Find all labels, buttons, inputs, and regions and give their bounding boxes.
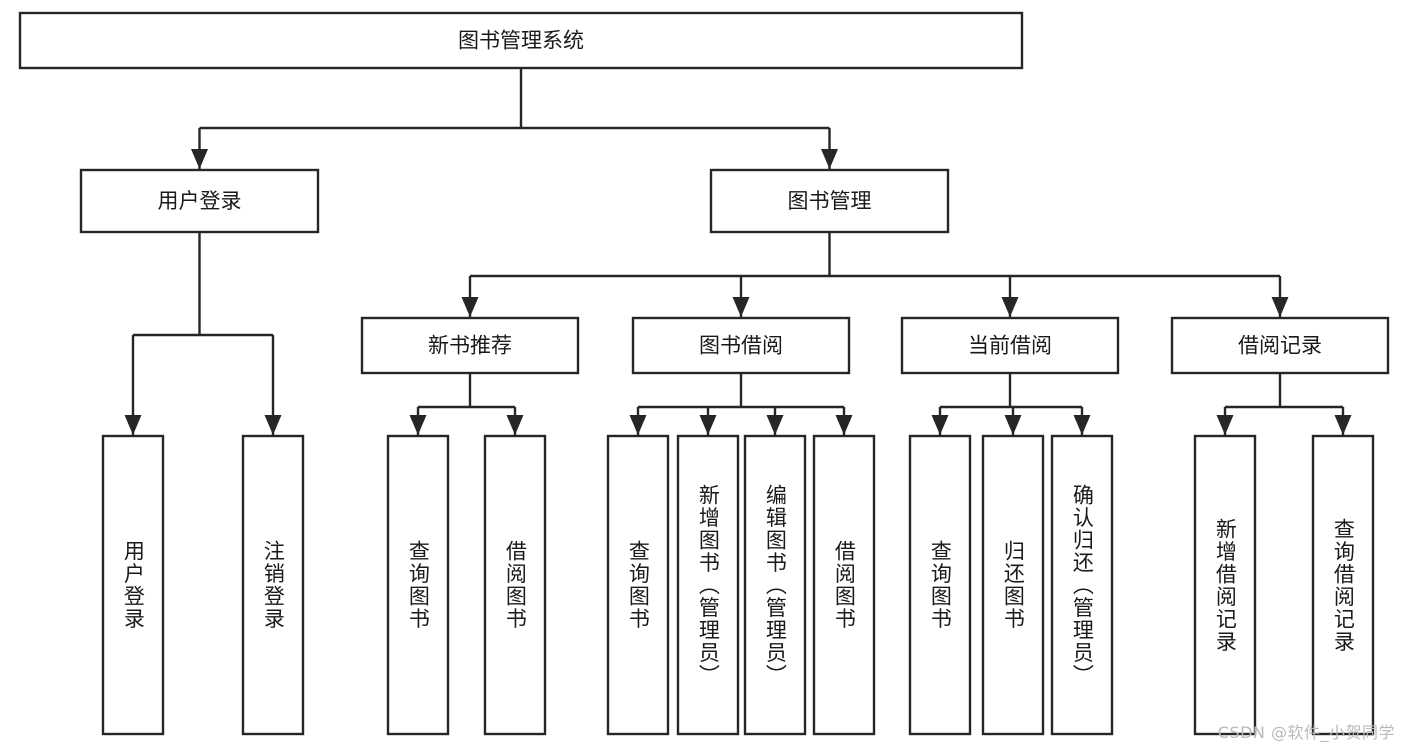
leaf-leaf-confirm-return-box[interactable] xyxy=(1050,434,1114,736)
arrow-current-borrow-to-leaf-query-book-cur xyxy=(931,415,949,435)
leaf-leaf-user-login-box[interactable] xyxy=(101,434,165,736)
node-book-borrow-box[interactable] xyxy=(631,316,851,375)
arrow-book-manage-to-borrow-record xyxy=(1271,297,1289,317)
leaf-leaf-query-book-borrow-box[interactable] xyxy=(606,434,670,736)
node-current-borrow-label: 当前借阅 xyxy=(968,334,1052,358)
leaf-leaf-query-record-box[interactable] xyxy=(1311,434,1375,736)
node-boxes-layer xyxy=(18,11,1390,736)
arrow-new-book-rec-to-leaf-borrow-book-rec xyxy=(506,415,524,435)
node-root-box[interactable] xyxy=(18,11,1024,70)
leaf-leaf-borrow-book-rec-box[interactable] xyxy=(483,434,547,736)
arrow-current-borrow-to-leaf-return-book xyxy=(1004,415,1022,435)
arrow-book-borrow-to-leaf-add-book xyxy=(699,415,717,435)
arrow-book-manage-to-new-book-rec xyxy=(461,297,479,317)
arrow-book-borrow-to-leaf-borrow-book xyxy=(835,415,853,435)
leaf-leaf-return-book-box[interactable] xyxy=(981,434,1045,736)
node-new-book-rec-box[interactable] xyxy=(360,316,580,375)
leaf-leaf-edit-book-box[interactable] xyxy=(743,434,807,736)
leaf-leaf-logout-box[interactable] xyxy=(241,434,305,736)
node-root-label: 图书管理系统 xyxy=(458,29,584,53)
arrow-book-borrow-to-leaf-edit-book xyxy=(766,415,784,435)
node-book-borrow-label: 图书借阅 xyxy=(699,334,783,358)
leaf-leaf-add-record-box[interactable] xyxy=(1193,434,1257,736)
leaf-leaf-borrow-book-box[interactable] xyxy=(812,434,876,736)
arrow-current-borrow-to-leaf-confirm-return xyxy=(1073,415,1091,435)
arrow-user-login-to-leaf-logout xyxy=(264,415,282,435)
node-borrow-record-box[interactable] xyxy=(1170,316,1390,375)
arrow-book-manage-to-current-borrow xyxy=(1001,297,1019,317)
node-book-manage-label: 图书管理 xyxy=(788,189,872,213)
arrow-book-manage-to-book-borrow xyxy=(732,297,750,317)
arrow-root-to-book-manage xyxy=(821,149,838,169)
arrow-borrow-record-to-leaf-add-record xyxy=(1216,415,1234,435)
arrow-borrow-record-to-leaf-query-record xyxy=(1334,415,1352,435)
arrow-root-to-user-login xyxy=(191,149,208,169)
arrow-user-login-to-leaf-user-login xyxy=(124,415,142,435)
leaf-leaf-add-book-box[interactable] xyxy=(676,434,740,736)
node-user-login-label: 用户登录 xyxy=(158,189,242,213)
watermark-text: CSDN @软件_小贺同学 xyxy=(1217,723,1395,742)
node-user-login-box[interactable] xyxy=(79,168,320,234)
arrow-book-borrow-to-leaf-query-book-borrow xyxy=(629,415,647,435)
node-book-manage-box[interactable] xyxy=(709,168,950,234)
arrow-new-book-rec-to-leaf-query-book-rec xyxy=(409,415,427,435)
connectors-layer xyxy=(124,68,1352,435)
node-new-book-rec-label: 新书推荐 xyxy=(428,334,512,358)
node-current-borrow-box[interactable] xyxy=(900,316,1120,375)
node-borrow-record-label: 借阅记录 xyxy=(1238,334,1322,358)
leaf-leaf-query-book-rec-box[interactable] xyxy=(386,434,450,736)
leaf-leaf-query-book-cur-box[interactable] xyxy=(908,434,972,736)
